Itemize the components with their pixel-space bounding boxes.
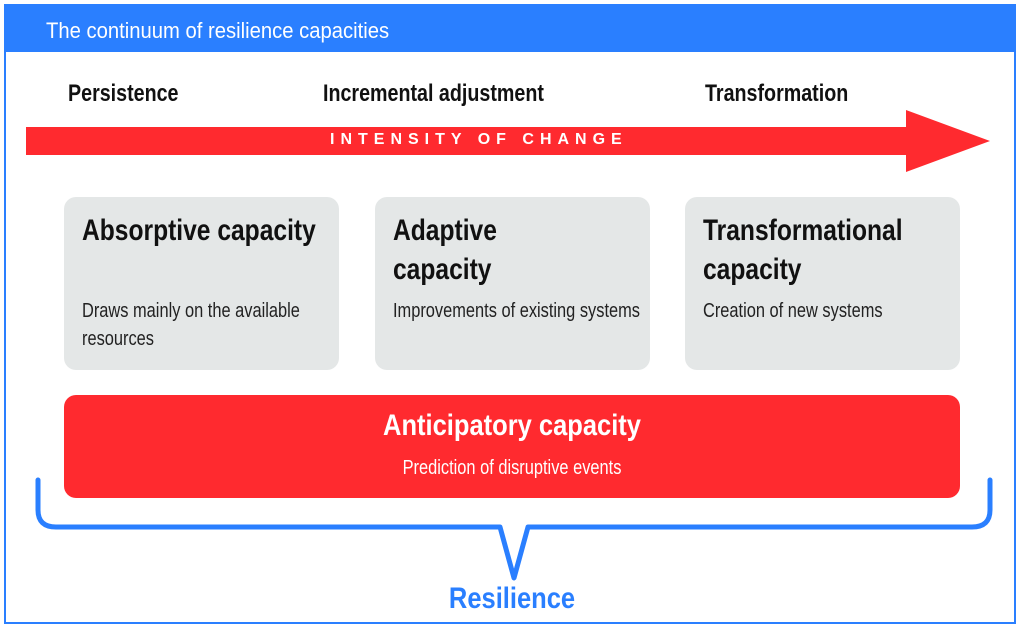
header-bar xyxy=(4,4,1016,52)
capacity-description: Improvements of existing systems xyxy=(393,300,640,322)
stage-incremental-adjustment: Incremental adjustment xyxy=(323,80,544,107)
capacity-description: Creation of new systems xyxy=(703,300,883,322)
capacity-title: Adaptive capacity xyxy=(393,214,497,286)
anticipatory-capacity-box: Anticipatory capacity Prediction of disr… xyxy=(64,395,960,498)
arrow-shape xyxy=(26,110,990,172)
curly-brace xyxy=(35,477,993,581)
capacity-box-transformational: Transformational capacity Creation of ne… xyxy=(685,197,960,370)
capacity-title: Absorptive capacity xyxy=(82,214,316,247)
capacity-box-adaptive: Adaptive capacity Improvements of existi… xyxy=(375,197,650,370)
capacity-box-absorptive: Absorptive capacity Draws mainly on the … xyxy=(64,197,339,370)
intensity-arrow xyxy=(26,110,990,172)
diagram-title: The continuum of resilience capacities xyxy=(46,18,390,43)
stage-persistence: Persistence xyxy=(68,80,179,107)
anticipatory-title: Anticipatory capacity xyxy=(383,409,641,442)
stage-transformation: Transformation xyxy=(705,80,849,107)
arrow-label: INTENSITY OF CHANGE xyxy=(330,131,628,148)
resilience-label: Resilience xyxy=(448,582,576,615)
capacity-description: Draws mainly on the available resources xyxy=(82,300,300,350)
capacity-title: Transformational capacity xyxy=(703,214,903,286)
anticipatory-description: Prediction of disruptive events xyxy=(402,457,622,479)
